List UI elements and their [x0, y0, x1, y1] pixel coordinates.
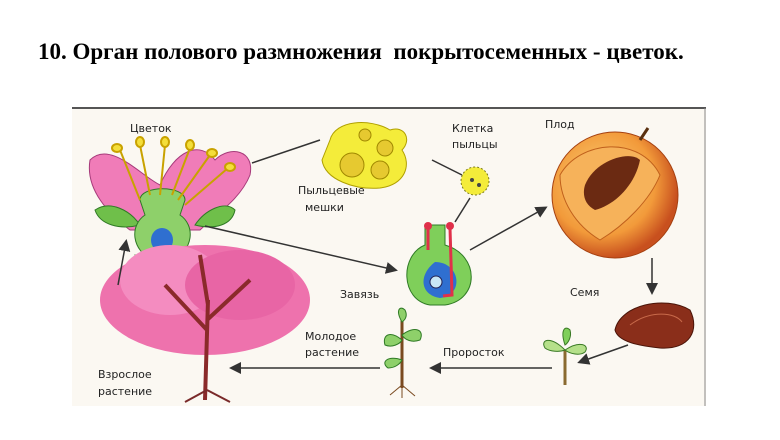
seed-illustration: [614, 302, 695, 349]
arrow-cell-to-ovary: [454, 197, 471, 223]
label-pollen-cell-1: Клетка: [452, 122, 493, 135]
label-young-plant-1: Молодое: [305, 330, 356, 343]
young-plant-illustration: [383, 307, 422, 398]
arrow-flower-to-pollen-sacs: [251, 139, 321, 164]
label-fruit: Плод: [545, 118, 575, 131]
slide-title: 10. Орган полового размножения покрытосе…: [38, 39, 684, 64]
label-adult-plant-2: растение: [98, 385, 152, 398]
arrow-flower-to-ovary: [204, 225, 398, 274]
adult-tree-illustration: [100, 245, 310, 403]
label-seed: Семя: [570, 286, 599, 299]
label-pollen-cell-2: пыльцы: [452, 138, 498, 151]
label-ovary: Завязь: [340, 288, 379, 301]
label-flower: Цветок: [130, 122, 172, 135]
arrow-seed-to-sprout: [577, 344, 629, 365]
flower-illustration: [88, 136, 252, 276]
label-young-plant-2: растение: [305, 346, 359, 359]
label-pollen-sacs-1: Пыльцевые: [298, 184, 365, 197]
label-pollen-sacs-2: мешки: [305, 201, 344, 214]
pollen-sacs-illustration: [321, 122, 408, 189]
arrow-pollen-sacs-to-cell: [431, 159, 463, 176]
arrow-adult-to-flower: [117, 239, 131, 286]
ovary-illustration: [406, 222, 472, 306]
pollen-cell-illustration: [460, 166, 490, 196]
label-sprout: Проросток: [443, 346, 505, 359]
sprout-illustration: [543, 327, 587, 385]
fruit-illustration: [551, 127, 679, 259]
label-adult-plant-1: Взрослое: [98, 368, 152, 381]
arrow-ovary-to-fruit: [469, 206, 548, 251]
